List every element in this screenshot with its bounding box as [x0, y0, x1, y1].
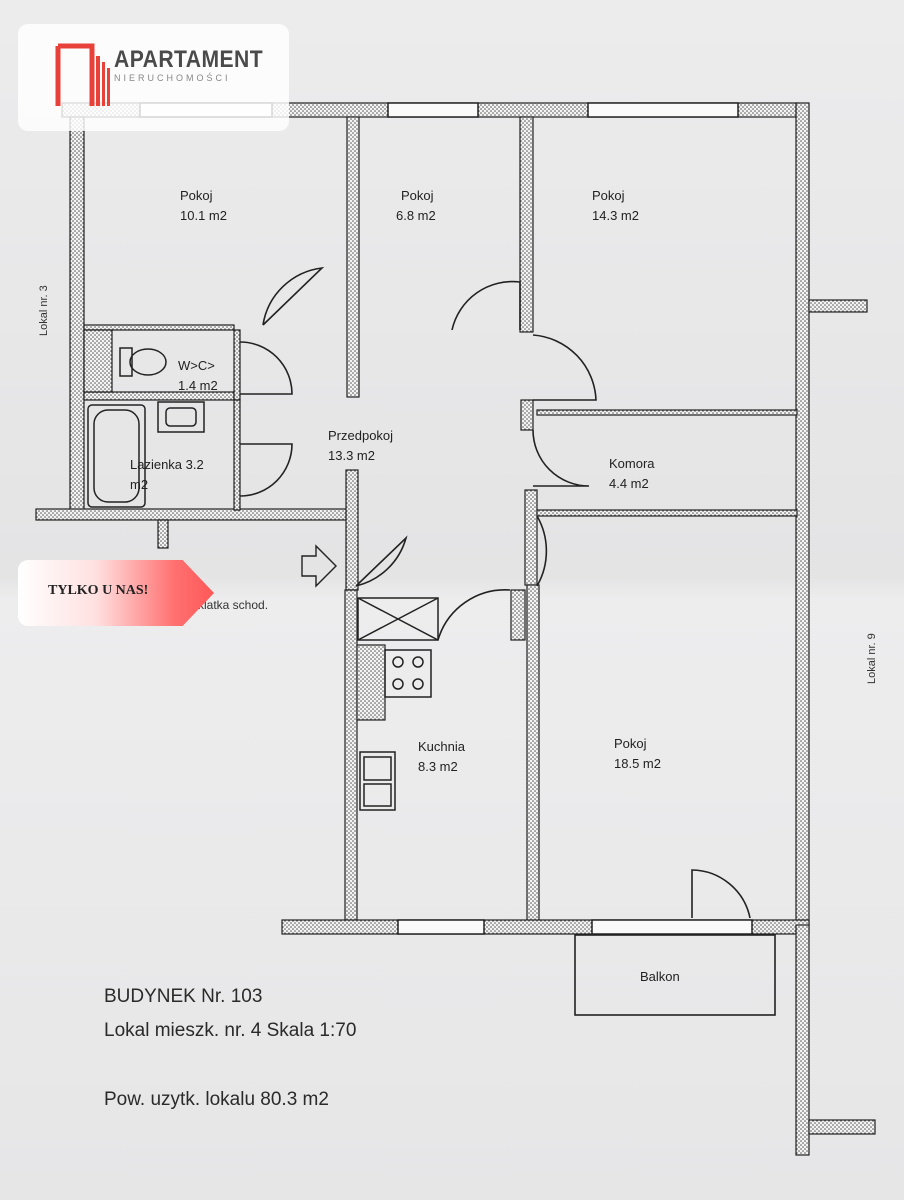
- wall-partition-2: [519, 116, 534, 333]
- sink: [157, 401, 205, 433]
- door-hall: [536, 515, 548, 587]
- logo-subtitle: NIERUCHOMOŚCI: [114, 73, 231, 83]
- room-area: 1.4 m2: [178, 378, 218, 393]
- entrance-arrow-icon: [301, 544, 337, 588]
- room-name: W>C>: [178, 358, 215, 373]
- doors: [239, 266, 751, 919]
- logo-title: APARTAMENT: [114, 46, 264, 73]
- room-przedpokoj: Przedpokoj 13.3 m2: [328, 426, 393, 466]
- kitchen-sink-bowl-1: [363, 756, 392, 781]
- room-name: Komora: [609, 456, 655, 471]
- room-area: 6.8 m2: [396, 208, 436, 223]
- wall-kitchen-left: [344, 589, 358, 931]
- building-number: BUDYNEK Nr. 103: [104, 986, 263, 1007]
- wall-stair-stub: [157, 519, 169, 549]
- logo-panel: [18, 24, 289, 131]
- promo-text: TYLKO U NAS!: [48, 583, 149, 598]
- wall-partition-1: [346, 116, 360, 398]
- door-pokoj-1: [262, 266, 325, 326]
- room-name: Pokoj: [614, 736, 647, 751]
- toilet-tank: [119, 347, 133, 377]
- stove-burner-4: [412, 678, 424, 690]
- room-area: 8.3 m2: [418, 759, 458, 774]
- balcony-outline: [574, 934, 776, 1016]
- door-entrance: [355, 535, 408, 587]
- kitchen-counter: [356, 644, 386, 721]
- room-wc: W>C> 1.4 m2: [178, 356, 218, 396]
- room-komora: Komora 4.4 m2: [609, 454, 655, 494]
- stove-burner-1: [392, 656, 404, 668]
- door-komora: [532, 429, 590, 487]
- room-area: 4.4 m2: [609, 476, 649, 491]
- door-bath: [239, 443, 293, 497]
- room-name: Pokoj: [180, 188, 213, 203]
- door-balcony: [691, 869, 751, 919]
- stove-burner-3: [392, 678, 404, 690]
- room-pokoj-1: Pokoj 10.1 m2: [180, 186, 227, 226]
- stairwell-label: klatka schod.: [198, 598, 269, 612]
- wall-left: [69, 116, 85, 518]
- neighbour-label-right: Lokal nr. 9: [866, 633, 878, 684]
- wall-hall-left: [345, 469, 359, 591]
- room-name: Pokoj: [592, 188, 625, 203]
- room-area: 14.3 m2: [592, 208, 639, 223]
- room-pokoj-3: Pokoj 14.3 m2: [592, 186, 639, 226]
- window-5: [591, 919, 753, 935]
- wall-komora-top: [536, 409, 798, 416]
- logo-building-icon: [55, 43, 110, 106]
- door-pokoj-3: [532, 334, 597, 401]
- room-area: 18.5 m2: [614, 756, 661, 771]
- room-name: Balkon: [640, 969, 680, 984]
- wc-block: [83, 329, 113, 393]
- wall-balcony-stub: [808, 1119, 876, 1135]
- wall-partition-3: [520, 399, 534, 431]
- room-pokoj-2: Pokoj 6.8 m2: [396, 186, 436, 226]
- wall-wc-right: [233, 329, 241, 401]
- room-lazienka: Lazienka 3.2 m2: [130, 455, 204, 495]
- window-4: [397, 919, 485, 935]
- room-area: 13.3 m2: [328, 448, 375, 463]
- room-area: 10.1 m2: [180, 208, 227, 223]
- toilet-bowl: [129, 348, 167, 376]
- fixtures: [87, 347, 776, 1016]
- wall-bath-bottom: [35, 508, 357, 521]
- wall-bath-right: [233, 399, 241, 511]
- window-3: [587, 102, 739, 118]
- kitchen-sink: [359, 751, 396, 811]
- wall-kitchen-stub: [510, 589, 526, 641]
- room-name: Lazienka 3.2: [130, 457, 204, 472]
- kitchen-sink-bowl-2: [363, 783, 392, 807]
- sink-basin: [165, 407, 197, 427]
- room-area: m2: [130, 477, 149, 492]
- room-kuchnia: Kuchnia 8.3 m2: [418, 737, 465, 777]
- usable-area: Pow. uzytk. lokalu 80.3 m2: [104, 1089, 329, 1110]
- wall-komora-bottom: [536, 509, 798, 517]
- bathtub: [87, 404, 146, 508]
- promo-badge: TYLKO U NAS!: [18, 560, 214, 626]
- door-kitchen: [437, 589, 511, 641]
- room-balkon: Balkon: [640, 967, 680, 987]
- door-pokoj-2: [451, 280, 521, 331]
- room-name: Pokoj: [401, 188, 434, 203]
- wall-kitchen-right: [526, 584, 540, 926]
- wall-wc-top: [83, 324, 235, 331]
- window-2: [387, 102, 479, 118]
- neighbour-label-left: Lokal nr. 3: [38, 285, 50, 336]
- door-wc: [239, 341, 293, 395]
- wall-hall-right: [524, 489, 538, 586]
- wall-right: [795, 102, 810, 926]
- vent-shaft: [357, 597, 439, 641]
- stove: [384, 649, 432, 698]
- bathtub-inner: [93, 409, 140, 503]
- wall-balcony-right: [795, 924, 810, 1156]
- wall-right-stub: [808, 299, 868, 313]
- room-name: Kuchnia: [418, 739, 465, 754]
- unit-scale: Lokal mieszk. nr. 4 Skala 1:70: [104, 1020, 357, 1041]
- room-name: Przedpokoj: [328, 428, 394, 443]
- vent-shaft-cross: [357, 597, 439, 641]
- stove-burner-2: [412, 656, 424, 668]
- room-pokoj-4: Pokoj 18.5 m2: [614, 734, 661, 774]
